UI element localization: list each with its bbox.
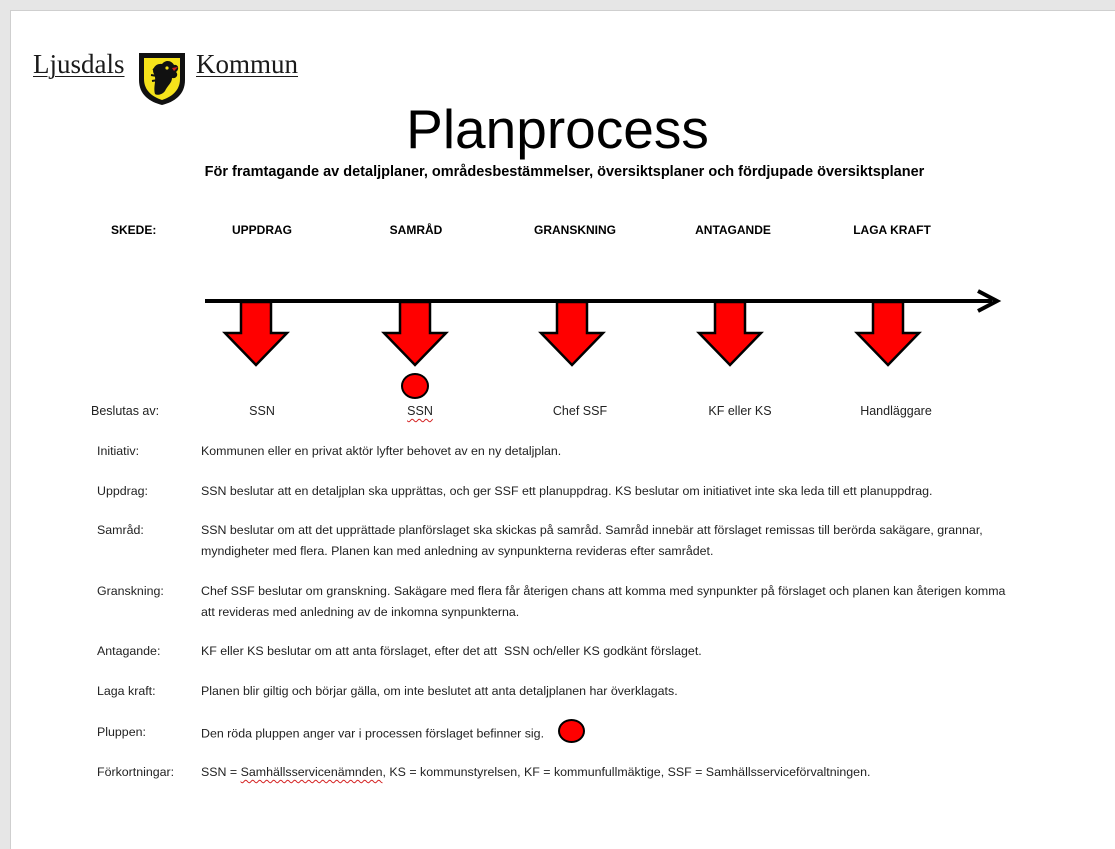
timeline-arrowhead	[977, 289, 1002, 313]
stage-granskning: GRANSKNING	[533, 223, 617, 237]
stage-laga-kraft: LAGA KRAFT	[853, 223, 931, 237]
decision-granskning: Chef SSF	[552, 404, 608, 418]
stage-arrow-uppdrag	[222, 300, 290, 367]
description-label: Samråd:	[97, 523, 144, 537]
logo-text-left: Ljusdals	[33, 49, 125, 79]
page-subtitle: För framtagande av detaljplaner, områdes…	[204, 164, 925, 180]
red-dot-icon	[558, 719, 586, 743]
process-timeline	[205, 289, 1002, 399]
stage-arrow-granskning	[538, 300, 606, 367]
description-label: Antagande:	[97, 644, 161, 658]
stage-arrow-samrad	[381, 300, 449, 367]
logo-text-right: Kommun	[196, 49, 299, 79]
decision-laga-kraft: Handläggare	[860, 404, 932, 418]
description-label: Pluppen:	[97, 725, 146, 739]
description-label: Laga kraft:	[97, 684, 156, 698]
document-page	[10, 10, 1115, 849]
decision-samrad: SSN	[407, 404, 433, 418]
description-text: KF eller KS beslutar om att anta förslag…	[201, 644, 702, 658]
stage-antagande: ANTAGANDE	[695, 223, 771, 237]
description-label: Granskning:	[97, 584, 164, 598]
description-label: Uppdrag:	[97, 484, 148, 498]
description-text: Planen blir giltig och börjar gälla, om …	[201, 684, 678, 698]
description-text: Chef SSF beslutar om granskning. Sakägar…	[201, 584, 1006, 619]
description-label: Initiativ:	[97, 444, 140, 458]
description-text-wrap: SSN = Samhällsservicenämnden, KS = kommu…	[201, 762, 870, 783]
abbrev-ssn-term: Samhällsservicenämnden	[240, 765, 383, 779]
stage-samrad: SAMRÅD	[389, 223, 443, 237]
current-stage-dot	[401, 373, 429, 399]
stage-uppdrag: UPPDRAG	[231, 223, 293, 237]
coat-of-arms-icon	[139, 53, 185, 105]
abbrev-prefix: SSN =	[201, 765, 241, 779]
stage-arrow-antagande	[696, 300, 764, 367]
stage-header-label: SKEDE:	[111, 223, 157, 237]
page-title: Planprocess	[406, 98, 709, 160]
description-label: Förkortningar:	[97, 765, 175, 779]
decision-antagande: KF eller KS	[708, 404, 772, 418]
decision-label: Beslutas av:	[91, 404, 160, 418]
description-text: Den röda pluppen anger var i processen f…	[201, 726, 545, 741]
description-text: SSN beslutar att en detaljplan ska upprä…	[201, 484, 933, 498]
description-text: Kommunen eller en privat aktör lyfter be…	[201, 444, 562, 458]
abbrev-suffix: , KS = kommunstyrelsen, KF = kommunfullm…	[382, 765, 871, 779]
stage-arrow-laga-kraft	[854, 300, 922, 367]
decision-uppdrag: SSN	[249, 404, 275, 418]
description-text: SSN beslutar om att det upprättade planf…	[201, 523, 983, 558]
description-text-wrap: Den röda pluppen anger var i processen f…	[201, 719, 586, 746]
